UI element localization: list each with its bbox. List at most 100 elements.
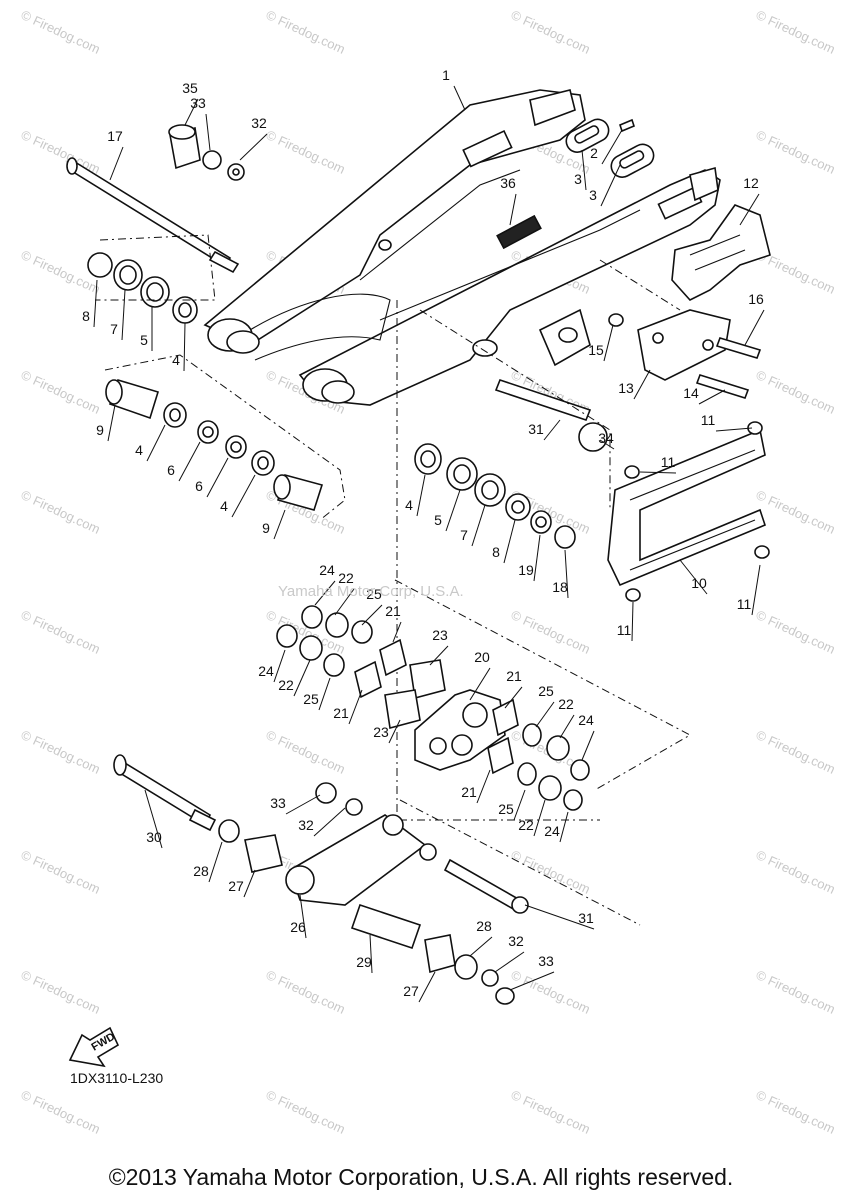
callout-leader-line [416, 474, 426, 517]
callout-leader-line [273, 649, 286, 683]
callout-leader-line [206, 457, 229, 498]
callout-leader-line [631, 601, 634, 642]
callout-number: 36 [500, 175, 516, 191]
callout-number: 18 [552, 579, 568, 595]
callout-leader-line [639, 471, 677, 474]
callout-leader-line [184, 98, 199, 126]
watermark-text: © Firedog.com [19, 367, 103, 417]
watermark-text: © Firedog.com [754, 727, 838, 777]
callout-leader-line [601, 129, 623, 165]
callout-leader-line [313, 807, 346, 837]
callout-number: 32 [298, 817, 314, 833]
callout-leader-line [231, 474, 256, 518]
callout-number: 20 [474, 649, 490, 665]
callout-number: 6 [167, 462, 175, 478]
callout-leader-line [535, 701, 555, 728]
callout-number: 5 [434, 512, 442, 528]
callout-number: 31 [528, 421, 544, 437]
callout-leader-line [273, 509, 286, 540]
callout-leader-line [183, 322, 186, 372]
callout-leader-line [599, 439, 615, 450]
callout-number: 17 [107, 128, 123, 144]
callout-number: 33 [270, 795, 286, 811]
callout-number: 4 [135, 442, 143, 458]
callout-leader-line [107, 404, 116, 442]
watermark-text: © Firedog.com [509, 847, 593, 897]
callout-number: 22 [518, 817, 534, 833]
callout-leader-line [109, 146, 124, 181]
watermark-text: © Firedog.com [264, 7, 348, 57]
callout-number: 9 [96, 422, 104, 438]
watermark-text: © Firedog.com [754, 7, 838, 57]
chain-adjusters [565, 118, 655, 178]
callout-number: 24 [258, 663, 274, 679]
watermark-text: © Firedog.com [264, 727, 348, 777]
callout-number: 11 [737, 596, 752, 612]
callout-number: 8 [492, 544, 500, 560]
callout-number: 33 [190, 95, 206, 111]
callout-leader-line [285, 794, 321, 815]
callout-leader-line [178, 441, 201, 482]
callout-number: 22 [338, 570, 354, 586]
callout-leader-line [243, 869, 256, 898]
callout-number: 8 [82, 308, 90, 324]
callout-leader-line [144, 789, 163, 849]
callout-number: 31 [578, 910, 594, 926]
callout-number: 22 [278, 677, 294, 693]
callout-number: 25 [366, 586, 382, 602]
upper-collar-parts [168, 124, 245, 181]
right-bearing-stack [396, 300, 611, 821]
callout-number: 2 [590, 145, 598, 161]
callout-number: 21 [333, 705, 349, 721]
callout-leader-line [453, 85, 466, 111]
callout-number: 24 [319, 562, 335, 578]
callout-number: 4 [220, 498, 228, 514]
watermark-text: © Firedog.com [754, 967, 838, 1017]
callout-leader-line [471, 504, 486, 547]
callout-leader-line [469, 667, 491, 701]
callout-number: 30 [146, 829, 162, 845]
callout-leader-line [334, 588, 355, 616]
callout-leader-line [388, 719, 401, 744]
callout-number: 25 [498, 801, 514, 817]
watermark-text: © Firedog.com [264, 1087, 348, 1137]
callout-leader-line [581, 149, 587, 191]
callout-leader-line [503, 519, 516, 564]
callout-leader-line [744, 309, 765, 346]
callout-leader-line [392, 621, 402, 643]
chain-support-parts [599, 204, 771, 399]
callout-leader-line [679, 559, 708, 595]
callout-number: 9 [262, 520, 270, 536]
callout-number: 3 [589, 187, 597, 203]
callout-number: 7 [460, 527, 468, 543]
watermark-text: © Firedog.com [19, 727, 103, 777]
callout-leader-line [146, 424, 166, 462]
watermark-text: © Firedog.com [19, 607, 103, 657]
callout-leader-line [698, 389, 726, 405]
callout-number: 21 [461, 784, 477, 800]
left-bearing-stack [87, 234, 346, 521]
watermark-text: © Firedog.com [509, 7, 593, 57]
callout-leader-line [739, 193, 760, 226]
watermark-text: © Firedog.com [754, 367, 838, 417]
callout-leader-line [581, 730, 595, 761]
callout-leader-line [93, 279, 98, 328]
callout-number: 29 [356, 954, 372, 970]
watermark-text: © Firedog.com [509, 1087, 593, 1137]
callout-leader-line [314, 580, 336, 606]
callout-leader-line [418, 971, 436, 1003]
callout-leader-line [533, 534, 541, 582]
callout-leader-line [361, 604, 383, 626]
callout-leader-line [476, 769, 491, 804]
callout-number: 19 [518, 562, 534, 578]
callout-number: 32 [508, 933, 524, 949]
callout-number: 21 [506, 668, 522, 684]
callout-leader-line [559, 811, 569, 843]
pivot-shaft [66, 157, 240, 274]
callout-number: 6 [195, 478, 203, 494]
callout-leader-line [533, 799, 546, 837]
callout-number: 3 [574, 171, 582, 187]
watermark-text: © Firedog.com [19, 847, 103, 897]
watermark-text: © Firedog.com [264, 967, 348, 1017]
